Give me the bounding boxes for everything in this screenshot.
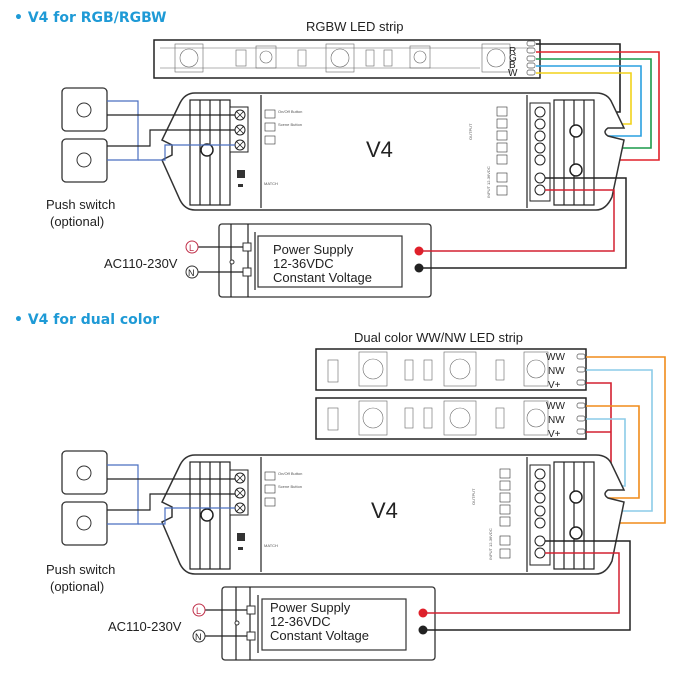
svg-text:Scene Button: Scene Button: [278, 484, 302, 489]
pin-label-b: B: [509, 60, 516, 71]
ps-line-3: Constant Voltage: [273, 270, 372, 285]
match-label: MATCH: [264, 181, 278, 186]
svg-text:NW: NW: [548, 415, 565, 426]
svg-text:INPUT 12-36VDC: INPUT 12-36VDC: [488, 528, 493, 560]
svg-text:Power Supply: Power Supply: [270, 600, 351, 615]
ac-voltage-label: AC110-230V: [104, 256, 178, 271]
button-labels-rgbw: On/Off Button Scene Button MATCH: [264, 109, 302, 186]
pin-label-r: R: [509, 46, 516, 57]
v4-controller-rgbw: On/Off Button Scene Button MATCH V4 OUTP…: [161, 92, 626, 211]
svg-text:Push switch: Push switch: [46, 562, 115, 577]
push-switches-dual: Push switch (optional): [46, 450, 235, 594]
output-terminals-rgbw: [534, 106, 546, 196]
svg-text:NW: NW: [548, 366, 565, 377]
strip-title-dual: Dual color WW/NW LED strip: [354, 330, 523, 345]
ps-line-2: 12-36VDC: [273, 256, 334, 271]
svg-text:N: N: [195, 632, 202, 642]
v4-controller-dual: On/Off Button Scene Button MATCH V4 OUTP…: [161, 454, 626, 575]
svg-text:MATCH: MATCH: [264, 543, 278, 548]
scene-button-label: Scene Button: [278, 122, 302, 127]
controller-label-dual: V4: [371, 498, 398, 523]
push-switch-label: Push switch: [46, 197, 115, 212]
push-switches-rgbw: Push switch (optional): [46, 87, 235, 229]
svg-text:L: L: [196, 606, 201, 616]
svg-text:(optional): (optional): [50, 579, 104, 594]
svg-text:AC110-230V: AC110-230V: [108, 619, 182, 634]
rgbw-led-strip: R G B W: [153, 39, 541, 79]
section-title-dual: • V4 for dual color: [14, 312, 159, 328]
svg-text:WW: WW: [546, 401, 565, 412]
svg-text:V+: V+: [548, 429, 561, 440]
power-supply-dual: Power Supply 12-36VDC Constant Voltage L…: [108, 540, 631, 661]
section-rgbw: • V4 for RGB/RGBW RGBW LED strip R G B W: [14, 10, 660, 298]
on-off-button-label: On/Off Button: [278, 109, 302, 114]
section-dual-color: • V4 for dual color Dual color WW/NW LED…: [14, 312, 666, 661]
svg-text:N: N: [188, 268, 195, 278]
pin-label-g: G: [509, 53, 517, 64]
svg-text:Constant Voltage: Constant Voltage: [270, 628, 369, 643]
controller-label-rgbw: V4: [366, 137, 393, 162]
strip-title-rgbw: RGBW LED strip: [306, 19, 404, 34]
svg-text:L: L: [189, 243, 194, 253]
pin-label-w: W: [508, 68, 518, 79]
power-supply-rgbw: Power Supply 12-36VDC Constant Voltage L…: [104, 177, 627, 298]
ps-line-1: Power Supply: [273, 242, 354, 257]
svg-text:On/Off Button: On/Off Button: [278, 471, 302, 476]
strip-pin-labels-rgbw: R G B W: [508, 46, 518, 79]
svg-text:WW: WW: [546, 352, 565, 363]
section-title-rgbw: • V4 for RGB/RGBW: [14, 10, 166, 26]
push-switch-optional: (optional): [50, 214, 104, 229]
dual-led-strip-2: WW NW V+: [315, 397, 587, 440]
input-label: INPUT 12-36VDC: [486, 166, 491, 198]
svg-text:OUTPUT: OUTPUT: [471, 488, 476, 505]
svg-text:12-36VDC: 12-36VDC: [270, 614, 331, 629]
dual-led-strip-1: WW NW V+: [315, 348, 587, 391]
terminal-l-icon: [185, 240, 199, 254]
svg-text:V+: V+: [548, 380, 561, 391]
output-label: OUTPUT: [468, 123, 473, 140]
terminal-n-icon: [185, 265, 199, 279]
